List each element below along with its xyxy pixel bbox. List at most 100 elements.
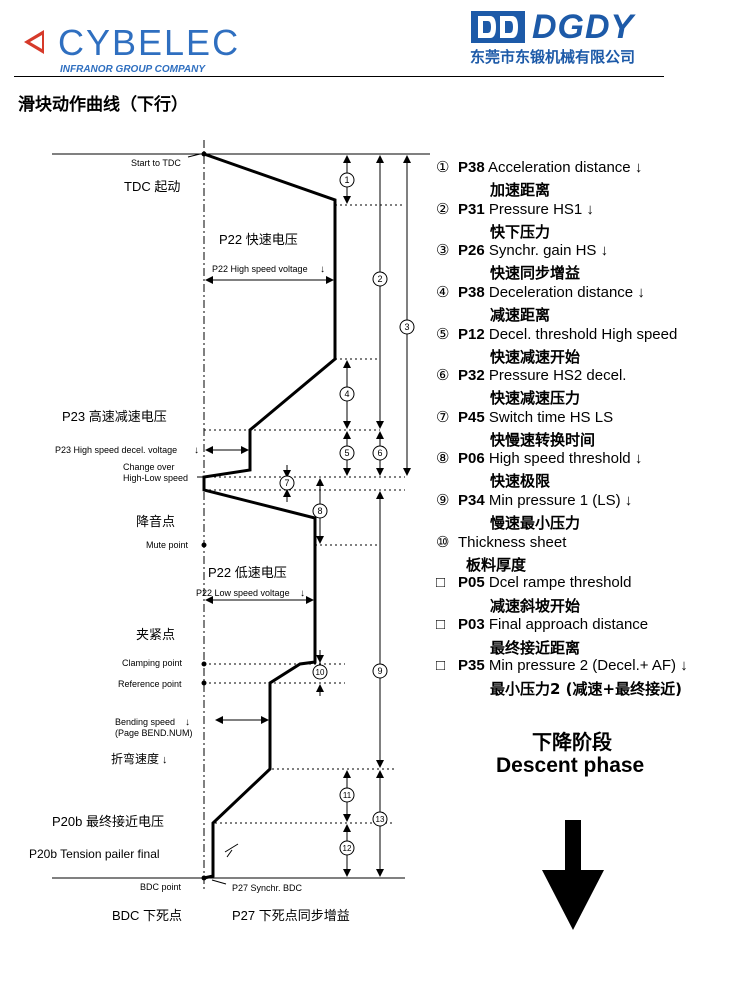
svg-text:11: 11: [343, 791, 352, 800]
bend-speed-cn-label: 折弯速度: [111, 751, 159, 766]
legend-number: ⑦: [436, 409, 450, 426]
legend-number: ①: [436, 159, 450, 176]
legend-code: P12: [458, 326, 485, 343]
marker-13: 13: [372, 811, 388, 827]
legend-item: ⑩ Thickness sheet: [436, 533, 566, 551]
legend-cn: 快下压力: [490, 223, 551, 241]
marker-3: 3: [399, 319, 415, 335]
start-to-tdc-label: Start to TDC: [131, 158, 181, 168]
marker-12: 12: [339, 840, 355, 856]
legend-number: ⑤: [436, 326, 450, 343]
page-title: 滑块动作曲线（下行）: [18, 95, 188, 115]
legend-number: □: [436, 657, 446, 674]
change-over-label: Change over: [123, 462, 175, 472]
p22-ls-cn-label: P22 低速电压: [208, 565, 287, 580]
dgdy-company-name: 东莞市东锻机械有限公司: [470, 48, 636, 66]
legend-cn: 快速同步增益: [490, 264, 581, 282]
legend-code: P05: [458, 574, 485, 591]
legend-cn: 快速减速压力: [490, 389, 581, 407]
svg-text:7: 7: [284, 478, 289, 488]
dgdy-logo-text: DGDY: [532, 8, 635, 46]
p27-synchr-label: P27 Synchr. BDC: [232, 883, 303, 893]
legend-number: ⑧: [436, 450, 450, 467]
legend-cn: 减速斜坡开始: [490, 597, 581, 615]
clamp-cn-label: 夹紧点: [136, 627, 175, 642]
legend-number: ③: [436, 242, 450, 259]
mute-cn-label: 降音点: [136, 514, 175, 529]
legend-code: P03: [458, 616, 485, 633]
legend-text: Decel. threshold High speed: [488, 326, 678, 343]
bend-speed-cn-arrow-icon: ↓: [162, 754, 168, 766]
legend-code: P32: [458, 367, 485, 384]
legend-cn: 快慢速转换时间: [490, 431, 596, 449]
header-divider: [14, 76, 664, 77]
p27-cn-label: P27 下死点同步增益: [232, 908, 350, 923]
cybelec-logo-text: CYBELEC: [58, 22, 241, 63]
legend-cn: 减速距离: [490, 306, 551, 324]
legend-text: Acceleration distance: [488, 159, 631, 176]
svg-text:6: 6: [377, 448, 382, 458]
down-arrow-icon: ↓: [634, 159, 643, 176]
legend-cn: 慢速最小压力: [490, 514, 581, 532]
bending-speed-arrow-icon: ↓: [185, 717, 190, 728]
svg-text:9: 9: [377, 666, 382, 676]
down-arrow-icon: ↓: [586, 201, 594, 218]
p22-hs-voltage-arrow-icon: ↓: [320, 264, 325, 275]
legend-number: ⑩: [436, 534, 450, 551]
legend-number: ②: [436, 201, 450, 218]
legend-item: ① P38 Acceleration distance ↓: [436, 158, 642, 176]
marker-1: 1: [339, 172, 355, 188]
svg-text:8: 8: [317, 506, 322, 516]
marker-6: 6: [372, 445, 388, 461]
down-arrow-icon: ↓: [634, 450, 643, 467]
cybelec-subtitle: INFRANOR GROUP COMPANY: [60, 64, 205, 75]
bdc-cn-label: BDC 下死点: [112, 908, 182, 923]
high-low-speed-label: High-Low speed: [123, 473, 188, 483]
reference-point-label: Reference point: [118, 679, 182, 689]
legend-item: ⑤ P12 Decel. threshold High speed: [436, 325, 677, 343]
legend-text: Pressure HS1: [488, 201, 583, 218]
legend-code: P34: [458, 492, 485, 509]
down-arrow-icon: ↓: [624, 492, 633, 509]
svg-text:12: 12: [343, 844, 352, 853]
vertical-dimensions: [283, 155, 411, 877]
marker-7: 7: [279, 475, 295, 491]
legend-cn: 板料厚度: [466, 556, 527, 574]
dimension-markers: 1 2 3 4 5 6 7 8 9 10 11 12 13: [279, 172, 415, 856]
svg-text:3: 3: [404, 322, 409, 332]
leader-lines: [187, 153, 239, 885]
p22-ls-arrow-icon: ↓: [300, 588, 305, 599]
legend-cn: 加速距离: [490, 181, 551, 199]
legend-text: Deceleration distance: [488, 284, 634, 301]
svg-text:13: 13: [376, 815, 385, 824]
marker-9: 9: [372, 663, 388, 679]
legend-code: P38: [458, 159, 485, 176]
legend-text: Thickness sheet: [458, 534, 567, 551]
tdc-start-label: TDC 起动: [124, 179, 180, 194]
legend-text: Min pressure 1 (LS): [488, 492, 621, 509]
page-bend-label: (Page BEND.NUM): [115, 728, 193, 738]
down-arrow-icon: ↓: [680, 657, 688, 674]
legend-text: High speed threshold: [488, 450, 631, 467]
legend-cn: 快速减速开始: [490, 348, 581, 366]
descent-arrow-icon: [542, 820, 604, 930]
legend-number: □: [436, 616, 446, 633]
p22-hs-cn-label: P22 快速电压: [219, 232, 298, 247]
legend-code: P35: [458, 657, 485, 674]
legend-cn: 最小压力2 (减速+最终接近): [490, 680, 682, 698]
marker-8: 8: [312, 503, 328, 519]
legend-number: ④: [436, 284, 450, 301]
p23-arrow-icon: ↓: [194, 445, 199, 456]
svg-text:5: 5: [344, 448, 349, 458]
legend-text: Switch time HS LS: [488, 409, 614, 426]
legend-text: Dcel rampe threshold: [488, 574, 632, 591]
p23-decel-voltage-label: P23 High speed decel. voltage: [55, 445, 177, 455]
